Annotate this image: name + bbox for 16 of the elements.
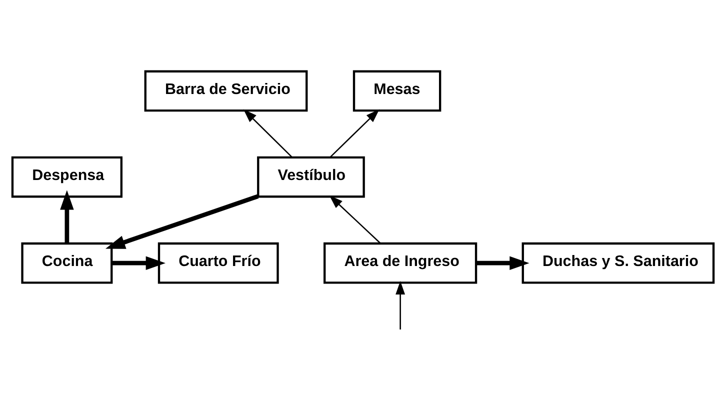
arrow xyxy=(476,256,530,270)
arrow xyxy=(112,256,166,270)
arrow xyxy=(243,108,293,158)
node-box: Vestíbulo xyxy=(257,156,365,198)
node-box: Despensa xyxy=(11,156,122,198)
node-box: Duchas y S. Sanitario xyxy=(522,242,715,284)
arrow xyxy=(329,194,381,244)
arrow xyxy=(60,190,74,243)
node-box: Cocina xyxy=(21,242,113,284)
node-box: Area de Ingreso xyxy=(324,242,478,284)
arrow xyxy=(105,194,259,248)
arrow xyxy=(330,108,380,158)
node-box: Mesas xyxy=(352,70,442,112)
node-box: Barra de Servicio xyxy=(144,70,308,112)
arrow xyxy=(396,280,406,329)
node-box: Cuarto Frío xyxy=(158,242,279,284)
